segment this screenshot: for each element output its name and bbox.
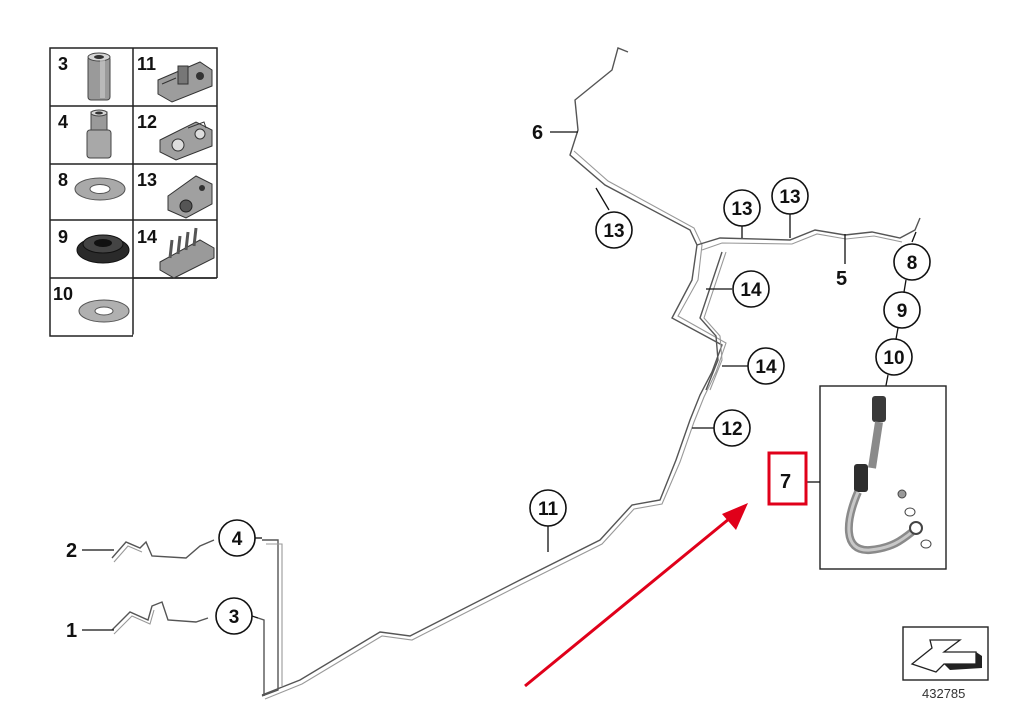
sleeve-nut-icon xyxy=(87,52,111,101)
brake-pipes xyxy=(111,47,921,700)
callout-9: 9 xyxy=(897,301,908,322)
pipe-clip-icon xyxy=(159,121,213,161)
legend-number-8: 8 xyxy=(58,170,68,190)
orientation-arrow-icon xyxy=(902,626,989,681)
pipe-holder-icon xyxy=(159,227,215,279)
callout-13: 13 xyxy=(779,187,800,208)
union-nut-icon xyxy=(86,109,112,159)
brake-hose-icon xyxy=(844,396,932,555)
label-1: 1 xyxy=(66,620,77,642)
legend-number-11: 11 xyxy=(137,54,156,74)
parts-legend-table: 3 11 4 12 8 13 9 14 10 xyxy=(49,47,219,338)
washer-icon xyxy=(74,177,126,201)
legend-number-3: 3 xyxy=(58,54,68,74)
callout-8: 8 xyxy=(907,253,918,274)
grommet-icon xyxy=(76,234,130,264)
callout-12: 12 xyxy=(721,419,742,440)
legend-number-4: 4 xyxy=(58,112,68,132)
callout-4: 4 xyxy=(232,529,243,550)
part-labels: 1 2 5 6 xyxy=(66,122,847,642)
pipe-clip-icon xyxy=(157,61,213,103)
callout-13: 13 xyxy=(731,199,752,220)
callouts: 13 13 13 14 14 12 11 4 3 8 xyxy=(215,177,931,635)
callout-11: 11 xyxy=(538,499,559,520)
brake-hose-detail xyxy=(806,385,947,570)
callout-14: 14 xyxy=(755,357,777,378)
label-5: 5 xyxy=(836,268,847,290)
washer-icon xyxy=(78,299,130,323)
legend-number-14: 14 xyxy=(137,227,157,247)
callout-13: 13 xyxy=(603,221,624,242)
label-6: 6 xyxy=(532,122,543,144)
pipe-clip-icon xyxy=(167,175,213,219)
label-7: 7 xyxy=(780,471,791,493)
callout-14: 14 xyxy=(740,280,762,301)
red-arrow-icon xyxy=(524,503,748,688)
legend-number-13: 13 xyxy=(137,170,157,190)
legend-number-9: 9 xyxy=(58,227,68,247)
reference-number: 432785 xyxy=(922,686,965,701)
label-2: 2 xyxy=(66,540,77,562)
callout-3: 3 xyxy=(229,607,240,628)
callout-10: 10 xyxy=(883,348,904,369)
highlighted-part-7: 7 xyxy=(767,451,808,506)
legend-number-12: 12 xyxy=(137,112,157,132)
legend-number-10: 10 xyxy=(53,284,73,304)
